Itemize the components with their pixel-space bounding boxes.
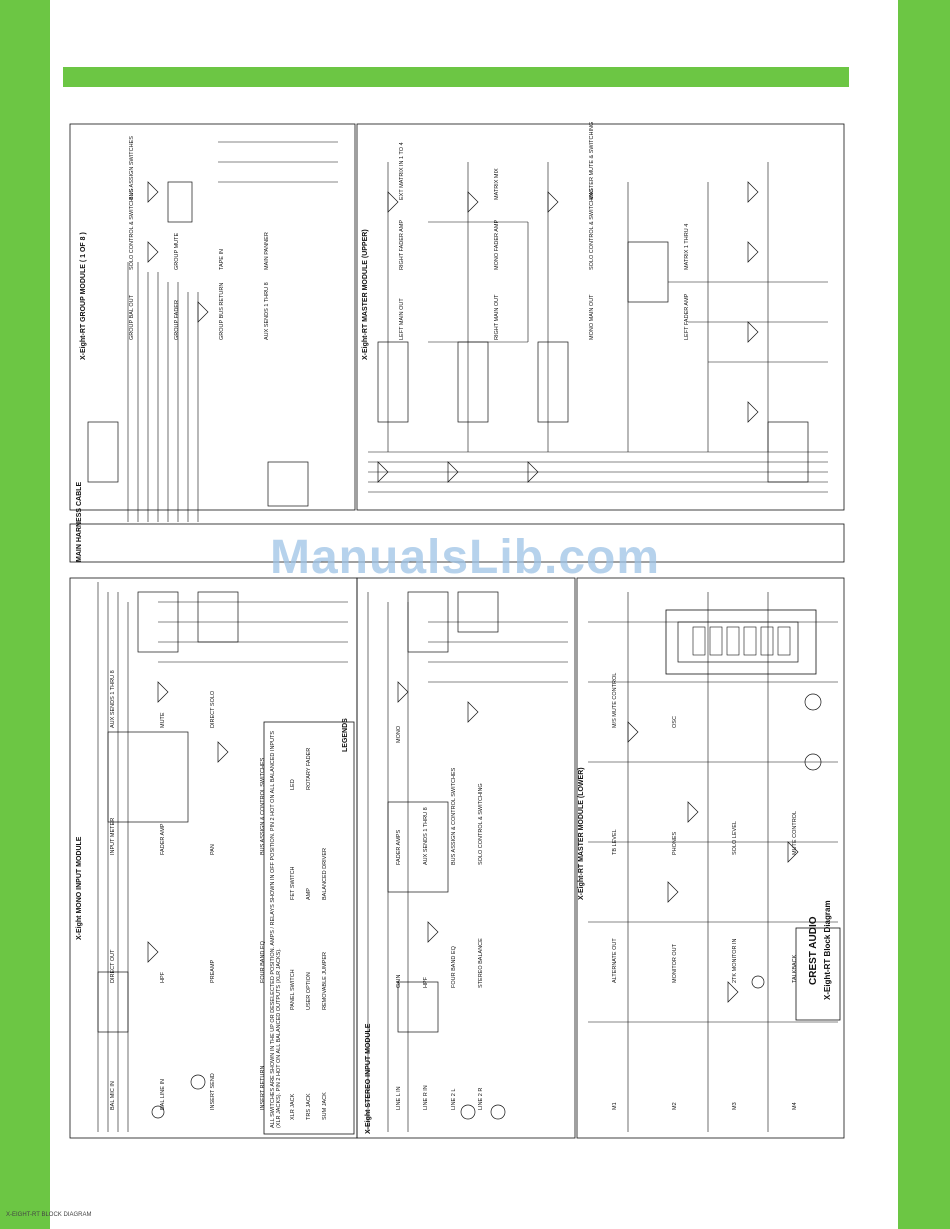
mono-input-label: DIRECT OUT <box>110 949 116 983</box>
stereo-input-label: STEREO BALANCE <box>478 938 484 988</box>
master-lower-panel <box>576 577 845 1139</box>
master-lower-label: SOLO LEVEL <box>732 821 738 855</box>
main-harness-band <box>69 523 845 563</box>
master-upper-label: MASTER MUTE & SWITCHING <box>589 121 595 200</box>
stereo-input-label: LINE R IN <box>423 1085 429 1110</box>
mono-input-label: MUTE <box>160 712 166 728</box>
master-upper-label: EXT MATRIX IN 1 TO 4 <box>399 142 405 200</box>
master-upper-label: MONO FADER AMP <box>494 219 500 270</box>
mono-input-label: INSERT RETURN <box>260 1065 266 1110</box>
mono-input-label: PAN <box>210 844 216 855</box>
master-lower-label: M1 <box>612 1102 618 1110</box>
master-lower-label: M3 <box>732 1102 738 1110</box>
mono-input-label: INSERT SEND <box>210 1073 216 1110</box>
legend-item: SUM JACK <box>322 1092 328 1120</box>
stereo-input-title: X-Eight STEREO INPUT MODULE <box>365 1023 372 1134</box>
mono-input-label: HPF <box>160 972 166 983</box>
master-lower-title: X-Eight-RT MASTER MODULE (LOWER) <box>578 767 585 900</box>
legend-item: PANEL SWITCH <box>290 969 296 1010</box>
legend-item: AMP <box>306 888 312 900</box>
legend-item: XLR JACK <box>290 1093 296 1120</box>
stereo-input-label: HPF <box>423 977 429 988</box>
master-upper-title: X-Eight-RT MASTER MODULE (UPPER) <box>362 229 369 360</box>
group-label: MAIN PANNER <box>264 232 270 270</box>
mono-input-label: BUS ASSIGN & CONTROL SWITCHES <box>260 757 266 855</box>
stereo-input-label: FADER AMPS <box>396 829 402 865</box>
legends-notes: ALL SWITCHES ARE SHOWN IN THE UP OR DESE… <box>270 730 282 1128</box>
master-lower-label: MONITOR OUT <box>672 943 678 983</box>
mono-input-label: INPUT METER <box>110 817 116 855</box>
master-lower-label: PHONES <box>672 831 678 855</box>
stereo-input-label: LINE 2 L <box>451 1088 457 1110</box>
footer-caption: X-EIGHT-RT BLOCK DIAGRAM <box>6 1212 92 1218</box>
right-green-bar <box>898 0 950 1229</box>
legend-item: TRS JACK <box>306 1093 312 1120</box>
stereo-input-label: FOUR BAND EQ <box>451 946 457 988</box>
master-lower-label: M2 <box>672 1102 678 1110</box>
group-label: BUS ASSIGN SWITCHES <box>129 136 135 200</box>
group-label: GROUP MUTE <box>174 232 180 270</box>
legend-item: ROTARY FADER <box>306 747 312 790</box>
left-green-bar <box>0 0 50 1229</box>
master-upper-label: MATRIX 1 THRU 4 <box>684 223 690 270</box>
mono-input-label: PREAMP <box>210 959 216 983</box>
master-upper-label: RIGHT MAIN OUT <box>494 294 500 340</box>
stereo-input-label: BUS ASSIGN & CONTROL SWITCHES <box>451 767 457 865</box>
legends-title: LEGENDS <box>342 718 349 752</box>
legend-item: LED <box>290 779 296 790</box>
master-lower-label: TALKBACK <box>792 954 798 983</box>
stereo-input-label: AUX SENDS 1 THRU 8 <box>423 807 429 865</box>
stereo-input-label: SOLO CONTROL & SWITCHING <box>478 783 484 865</box>
mute-control-box <box>665 609 817 675</box>
group-label: SOLO CONTROL & SWITCHING <box>129 188 135 270</box>
legend-item: FET SWITCH <box>290 866 296 900</box>
mono-input-label: AUX SENDS 1 THRU 8 <box>110 670 116 728</box>
master-upper-label: RIGHT FADER AMP <box>399 219 405 270</box>
brand-box <box>795 927 841 1021</box>
master-upper-label: LEFT MAIN OUT <box>399 298 405 340</box>
mono-input-label: BAL MIC IN <box>110 1081 116 1110</box>
main-harness-label: MAIN HARNESS CABLE <box>76 481 83 562</box>
stereo-input-label: LINE 2 R <box>478 1087 484 1110</box>
stereo-input-label: LINE L IN <box>396 1086 402 1110</box>
legend-item: BALANCED DRIVER <box>322 848 328 900</box>
group-label: GROUP BAL OUT <box>129 295 135 340</box>
master-upper-label: LEFT FADER AMP <box>684 293 690 340</box>
master-lower-label: TB LEVEL <box>612 829 618 855</box>
mono-input-label: BAL LINE IN <box>160 1079 166 1110</box>
master-lower-label: M4 <box>792 1102 798 1110</box>
master-upper-label: MONO MAIN OUT <box>589 294 595 340</box>
master-lower-label: M/S MUTE CONTROL <box>612 672 618 728</box>
brand-logo: CREST AUDIO <box>808 916 819 985</box>
master-upper-label: MATRIX MIX <box>494 168 500 200</box>
mono-input-label: FOUR BAND EQ <box>260 941 266 983</box>
mono-input-label: DIRECT SOLO <box>210 690 216 728</box>
master-lower-label: OSC <box>672 716 678 728</box>
block-diagram <box>69 123 845 1139</box>
stereo-input-label: MONO <box>396 725 402 743</box>
master-lower-label: ALTERNATE OUT <box>612 938 618 983</box>
stereo-input-label: GAIN <box>396 974 402 988</box>
master-upper-panel <box>356 123 845 511</box>
master-upper-label: SOLO CONTROL & SWITCHING <box>589 188 595 270</box>
legends-box <box>263 721 355 1135</box>
group-module-title: X-Eight-RT GROUP MODULE ( 1 OF 8 ) <box>80 232 87 360</box>
mono-input-title: X-Eight MONO INPUT MODULE <box>76 836 83 940</box>
brand-caption: X-Eight-RT Block Diagram <box>823 900 832 1000</box>
group-label: AUX SENDS 1 THRU 8 <box>264 282 270 340</box>
legend-item: USER OPTION <box>306 972 312 1010</box>
group-label: GROUP BUS RETURN <box>219 282 225 340</box>
group-label: TAPE IN <box>219 249 225 270</box>
master-lower-label: MUTE CONTROL <box>792 811 798 855</box>
group-label: GROUP FADER <box>174 300 180 340</box>
header-green-band <box>63 67 849 87</box>
master-lower-label: 2TK MONITOR IN <box>732 938 738 983</box>
group-module-panel <box>69 123 356 511</box>
stereo-input-panel <box>356 577 576 1139</box>
mono-input-label: FADER AMP <box>160 823 166 855</box>
watermark: ManualsLib.com <box>270 531 661 584</box>
legend-item: REMOVABLE JUMPER <box>322 952 328 1010</box>
